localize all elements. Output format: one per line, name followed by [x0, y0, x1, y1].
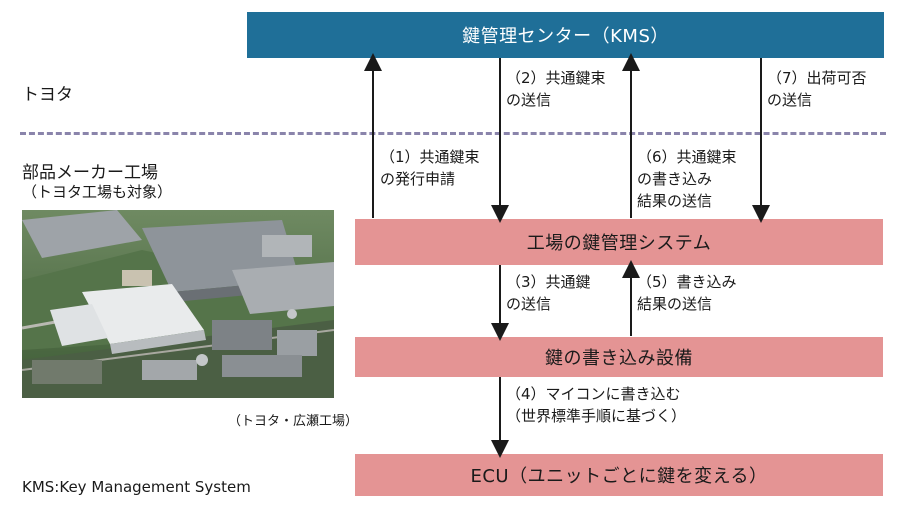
key-writer-label: 鍵の書き込み設備	[545, 348, 693, 369]
photo-caption: （トヨタ・広瀬工場）	[228, 414, 359, 429]
step-6-label: （6）共通鍵束 の書き込み 結果の送信	[637, 148, 737, 210]
factory-aerial-photo	[22, 210, 334, 398]
organization-divider	[20, 132, 886, 135]
kms-footnote: KMS:Key Management System	[22, 478, 251, 496]
supplier-note: （トヨタ工場も対象）	[22, 183, 173, 201]
toyota-label: トヨタ	[22, 85, 73, 105]
factory-key-system-box: 工場の鍵管理システム	[355, 219, 883, 265]
kms-box: 鍵管理センター（KMS）	[247, 12, 884, 58]
step-4-label: （4）マイコンに書き込む （世界標準手順に基づく）	[506, 385, 687, 425]
kms-box-label: 鍵管理センター（KMS）	[462, 26, 669, 47]
step-1-label: （1）共通鍵束 の発行申請	[380, 148, 480, 188]
ecu-box: ECU（ユニットごとに鍵を変える）	[355, 454, 883, 496]
step-2-label: （2）共通鍵束 の送信	[506, 69, 606, 109]
step-3-label: （3）共通鍵 の送信	[506, 273, 591, 313]
factory-key-system-label: 工場の鍵管理システム	[526, 233, 712, 254]
key-writer-box: 鍵の書き込み設備	[355, 337, 883, 377]
supplier-label: 部品メーカー工場	[22, 163, 158, 183]
ecu-label: ECU（ユニットごとに鍵を変える）	[470, 466, 768, 487]
factory-aerial-image	[22, 210, 334, 398]
step-7-label: （7）出荷可否 の送信	[767, 69, 867, 109]
step-5-label: （5）書き込み 結果の送信	[637, 273, 737, 313]
